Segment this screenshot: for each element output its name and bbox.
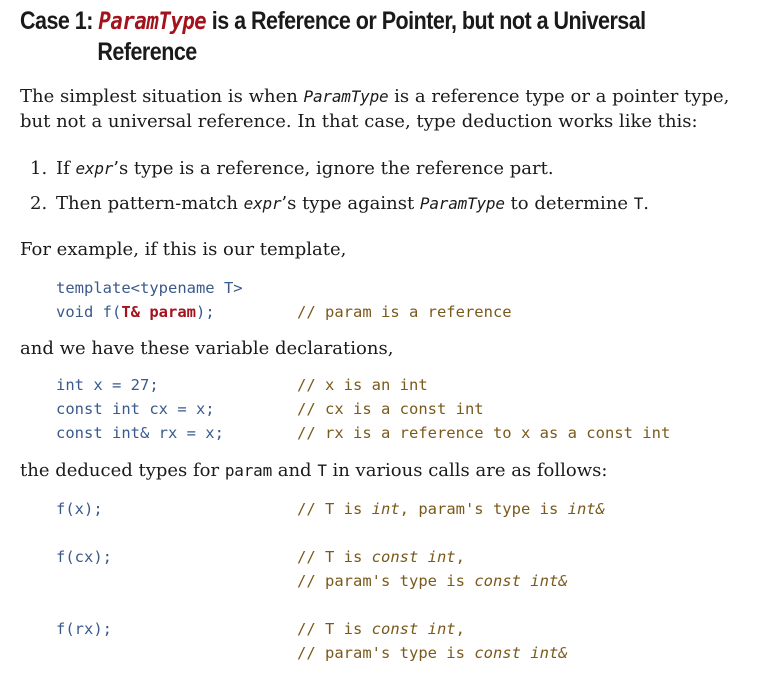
list-text: Then pattern-match bbox=[56, 193, 244, 214]
list-item: 1. If expr’s type is a reference, ignore … bbox=[30, 156, 750, 181]
list-code: ParamType bbox=[419, 194, 505, 213]
deduced-code: param bbox=[224, 461, 273, 480]
code-line: const int& rx = x; bbox=[56, 424, 224, 442]
comment-part: // param's type is bbox=[297, 644, 475, 662]
list-text: ’s type against bbox=[281, 193, 420, 214]
deduced-paragraph: the deduced types for param and T in var… bbox=[20, 458, 755, 483]
comment-part: , param's type is bbox=[399, 500, 568, 518]
code-line: const int cx = x; bbox=[56, 400, 215, 418]
list-code: expr bbox=[75, 159, 114, 178]
section-heading: Case 1: ParamType is a Reference or Poin… bbox=[20, 6, 648, 68]
list-number: 1. bbox=[30, 158, 48, 179]
comment-part: // T is bbox=[297, 620, 372, 638]
comment-part: // param's type is bbox=[297, 572, 475, 590]
code-line: f(x); bbox=[56, 500, 103, 518]
intro-text-2: is a reference type or a pointer type, b… bbox=[20, 86, 730, 132]
list-text: ’s type is a reference, ignore the refer… bbox=[113, 158, 554, 179]
heading-line2: Reference bbox=[97, 38, 197, 66]
list-text: If bbox=[56, 158, 76, 179]
code-comment: // T is const int, bbox=[297, 547, 465, 567]
comment-type: int& bbox=[567, 500, 605, 518]
deduced-text: and bbox=[272, 460, 318, 481]
comment-type: const int bbox=[371, 548, 456, 566]
heading-code: ParamType bbox=[98, 7, 207, 35]
decl-intro: and we have these variable declarations, bbox=[20, 338, 394, 359]
code-comment: // rx is a reference to x as a const int bbox=[297, 424, 671, 442]
code-comment: // param's type is const int& bbox=[297, 643, 568, 663]
deduced-code: T bbox=[317, 461, 327, 480]
deduced-text: the deduced types for bbox=[20, 460, 225, 481]
example-intro: For example, if this is our template, bbox=[20, 239, 347, 260]
list-text: to determine bbox=[504, 193, 634, 214]
code-comment: // x is an int bbox=[297, 376, 428, 394]
list-item: 2. Then pattern-match expr’s type against… bbox=[30, 191, 750, 216]
code-comment: // cx is a const int bbox=[297, 400, 484, 418]
comment-part: // T is bbox=[297, 548, 372, 566]
heading-rest: is a Reference or Pointer, but not a Uni… bbox=[206, 7, 646, 35]
comment-part: , bbox=[455, 548, 465, 566]
heading-prefix: Case 1: bbox=[20, 7, 99, 35]
code-line: int x = 27; bbox=[56, 376, 159, 394]
code-line: f(rx); bbox=[56, 620, 112, 638]
comment-type: const int& bbox=[474, 644, 568, 662]
code-part: ); bbox=[195, 303, 215, 321]
intro-paragraph: The simplest situation is when ParamType… bbox=[20, 84, 755, 134]
code-comment: // T is const int, bbox=[297, 619, 465, 639]
list-text: . bbox=[643, 193, 649, 214]
comment-type: int bbox=[371, 500, 400, 518]
code-comment: // param is a reference bbox=[297, 303, 512, 321]
code-part: void f( bbox=[56, 303, 122, 321]
code-comment: // T is int, param's type is int& bbox=[297, 499, 605, 519]
list-number: 2. bbox=[30, 193, 48, 214]
intro-text-1: The simplest situation is when bbox=[20, 86, 304, 107]
comment-part: , bbox=[455, 620, 465, 638]
code-comment: // param's type is const int& bbox=[297, 571, 568, 591]
list-code: expr bbox=[243, 194, 282, 213]
code-keyword: T& param bbox=[121, 303, 196, 321]
comment-type: const int& bbox=[474, 572, 568, 590]
code-line: f(cx); bbox=[56, 548, 112, 566]
list-code: T bbox=[633, 194, 644, 213]
intro-code: ParamType bbox=[303, 87, 389, 106]
deduced-text: in various calls are as follows: bbox=[326, 460, 608, 481]
comment-type: const int bbox=[371, 620, 456, 638]
code-line: void f(T& param); bbox=[56, 302, 215, 322]
code-line: template<typename T> bbox=[56, 279, 243, 297]
comment-part: // T is bbox=[297, 500, 372, 518]
